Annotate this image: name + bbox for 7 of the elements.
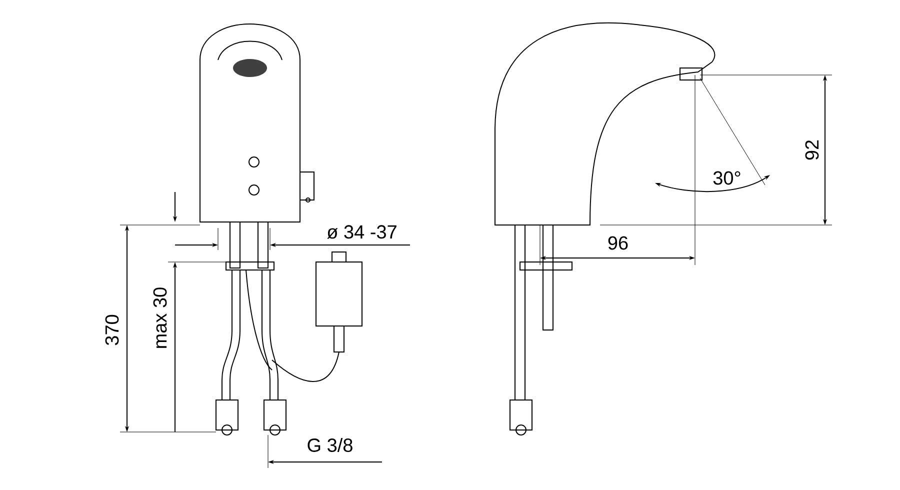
dimension-label: 96 [606,235,630,251]
dimension-label: max 30 [152,286,168,350]
dimension-label: ø 34 -37 [326,224,398,240]
dimension-label: 370 [104,313,120,347]
dimension-label: 92 [804,138,820,162]
dimension-label: G 3/8 [306,437,354,453]
dimension-label: 30° [712,170,742,186]
